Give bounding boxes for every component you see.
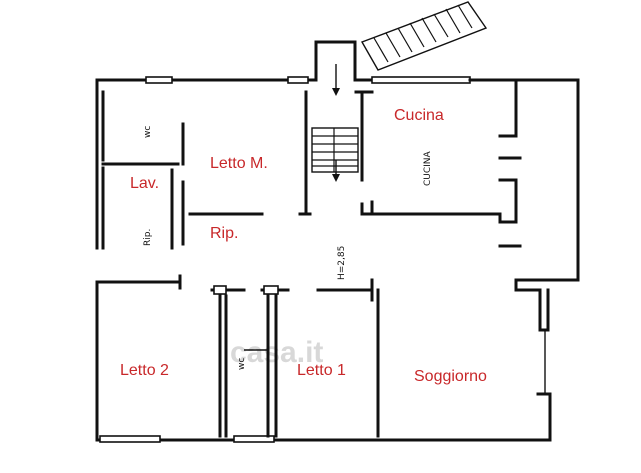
room-label-letto-2: Letto 2 xyxy=(120,362,169,379)
rip-vertical-label: Rip. xyxy=(143,229,153,246)
room-label-rip: Rip. xyxy=(210,225,238,242)
room-label-letto-m: Letto M. xyxy=(210,155,268,172)
interior-staircase xyxy=(311,127,359,173)
room-label-lav: Lav. xyxy=(130,175,159,192)
room-label-soggiorno: Soggiorno xyxy=(414,368,487,385)
wc-label-bottom: wc xyxy=(237,358,247,370)
exterior-staircase xyxy=(360,1,488,71)
ceiling-height-label: H=2,85 xyxy=(337,246,347,280)
room-label-cucina: Cucina xyxy=(394,107,444,124)
stair-arrows xyxy=(332,64,340,182)
room-label-letto-1: Letto 1 xyxy=(297,362,346,379)
exterior-walls xyxy=(95,40,580,443)
wc-label-top: wc xyxy=(143,126,153,138)
cucina-vertical-label: CUCINA xyxy=(423,150,433,186)
interior-walls xyxy=(95,90,502,438)
